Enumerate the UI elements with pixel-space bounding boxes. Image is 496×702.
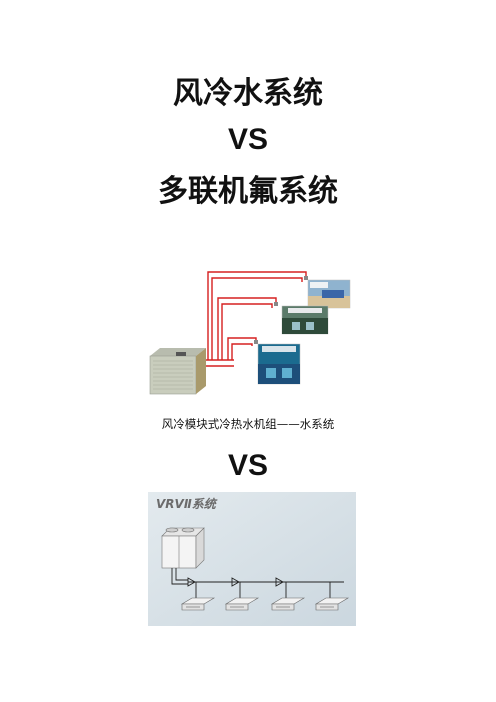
refrigerant-pipes bbox=[171, 568, 344, 598]
title-water-system: 风冷水系统 bbox=[173, 76, 323, 111]
vrv-system-svg: VRVⅡ系统 bbox=[148, 492, 356, 626]
water-system-caption: 风冷模块式冷热水机组——水系统 bbox=[161, 417, 335, 431]
water-system-diagram bbox=[146, 268, 354, 396]
pipe-return-top bbox=[211, 277, 303, 360]
valves bbox=[254, 276, 308, 344]
indoor-unit-photo-mid bbox=[281, 305, 329, 335]
chiller-side-panel bbox=[196, 348, 206, 394]
pipe-return-mid bbox=[221, 303, 273, 360]
pipe-return-low bbox=[231, 343, 253, 360]
vrv-label: VRVⅡ系统 bbox=[156, 497, 218, 511]
branch-joints bbox=[187, 577, 284, 587]
chiller-unit bbox=[149, 348, 206, 395]
chiller-grille bbox=[153, 360, 193, 390]
valve-icon bbox=[304, 276, 308, 280]
vrv-outdoor-unit bbox=[161, 527, 205, 569]
indoor-unit-photo-low bbox=[257, 343, 301, 385]
indoor-unit-photo-top bbox=[307, 279, 351, 309]
valve-icon bbox=[254, 340, 258, 344]
chiller-body bbox=[149, 355, 197, 395]
cassette-unit-icon bbox=[270, 597, 306, 611]
branch-joint-icon bbox=[275, 577, 284, 587]
vrv-system-diagram: VRVⅡ系统 bbox=[148, 492, 356, 626]
cassette-units bbox=[180, 597, 350, 611]
chiller-vent-icon bbox=[176, 352, 186, 356]
title-refrigerant-system: 多联机氟系统 bbox=[158, 174, 338, 209]
cassette-unit-icon bbox=[314, 597, 350, 611]
branch-joint-icon bbox=[187, 577, 196, 587]
cassette-unit-icon bbox=[180, 597, 216, 611]
water-system-svg bbox=[149, 271, 351, 395]
cassette-unit-icon bbox=[224, 597, 260, 611]
title-vs: VS bbox=[227, 123, 269, 156]
branch-joint-icon bbox=[231, 577, 240, 587]
separator-vs: VS bbox=[227, 449, 269, 482]
valve-icon bbox=[274, 302, 278, 306]
